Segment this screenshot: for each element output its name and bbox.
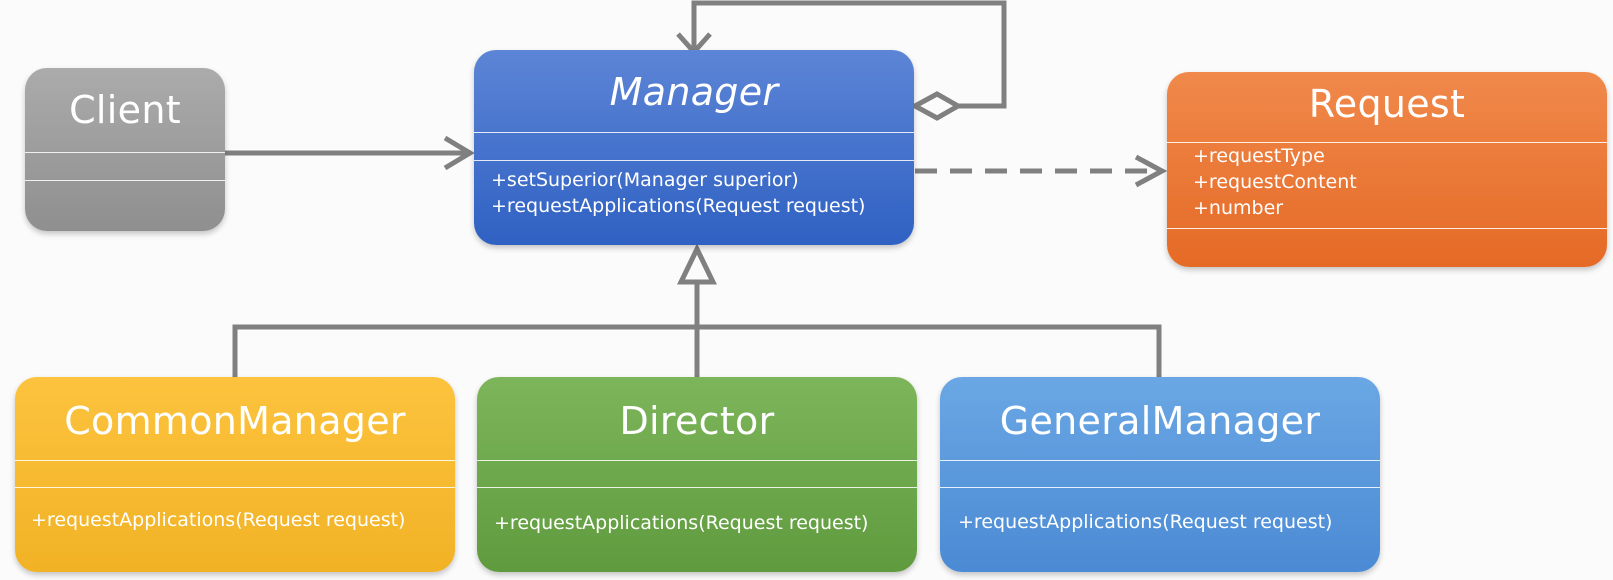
- divider: [474, 132, 914, 133]
- class-name: GeneralManager: [999, 399, 1321, 443]
- method-list: +setSuperior(Manager superior) +requestA…: [491, 167, 904, 219]
- generalization-branch: [232, 324, 1162, 377]
- method: +setSuperior(Manager superior): [491, 169, 799, 191]
- method-list: +requestApplications(Request request): [958, 509, 1370, 535]
- divider: [477, 487, 917, 488]
- method: +requestApplications(Request request): [491, 195, 866, 217]
- aggregation-diamond: [909, 91, 964, 121]
- dependency-arrowhead: [1134, 154, 1168, 188]
- association-arrowhead: [443, 135, 475, 171]
- divider: [15, 487, 455, 488]
- attribute: +requestContent: [1193, 171, 1357, 193]
- generalization-triangle: [677, 243, 717, 285]
- method-list: +requestApplications(Request request): [494, 510, 907, 536]
- class-name: CommonManager: [64, 399, 406, 443]
- aggregation-self-line: [691, 0, 1007, 109]
- divider: [474, 160, 914, 161]
- method: +requestApplications(Request request): [31, 509, 406, 531]
- method: +requestApplications(Request request): [494, 512, 869, 534]
- divider: [1167, 228, 1607, 229]
- class-name: Request: [1308, 82, 1466, 126]
- attribute: +requestType: [1193, 145, 1325, 167]
- divider: [25, 152, 225, 153]
- divider: [940, 487, 1380, 488]
- class-director[interactable]: Director +requestApplications(Request re…: [477, 377, 917, 572]
- divider: [940, 460, 1380, 461]
- divider: [15, 460, 455, 461]
- class-general-manager[interactable]: GeneralManager +requestApplications(Requ…: [940, 377, 1380, 572]
- class-request[interactable]: Request +requestType +requestContent +nu…: [1167, 72, 1607, 267]
- class-name: Client: [69, 88, 181, 132]
- class-client[interactable]: Client: [25, 68, 225, 231]
- method: +requestApplications(Request request): [958, 511, 1333, 533]
- attribute-list: +requestType +requestContent +number: [1193, 143, 1597, 221]
- class-manager[interactable]: Manager +setSuperior(Manager superior) +…: [474, 50, 914, 245]
- divider: [1167, 142, 1607, 143]
- class-name: Director: [619, 399, 775, 443]
- method-list: +requestApplications(Request request): [31, 507, 445, 533]
- class-name: Manager: [609, 70, 779, 114]
- divider: [477, 460, 917, 461]
- class-common-manager[interactable]: CommonManager +requestApplications(Reque…: [15, 377, 455, 572]
- divider: [25, 180, 225, 181]
- attribute: +number: [1193, 197, 1284, 219]
